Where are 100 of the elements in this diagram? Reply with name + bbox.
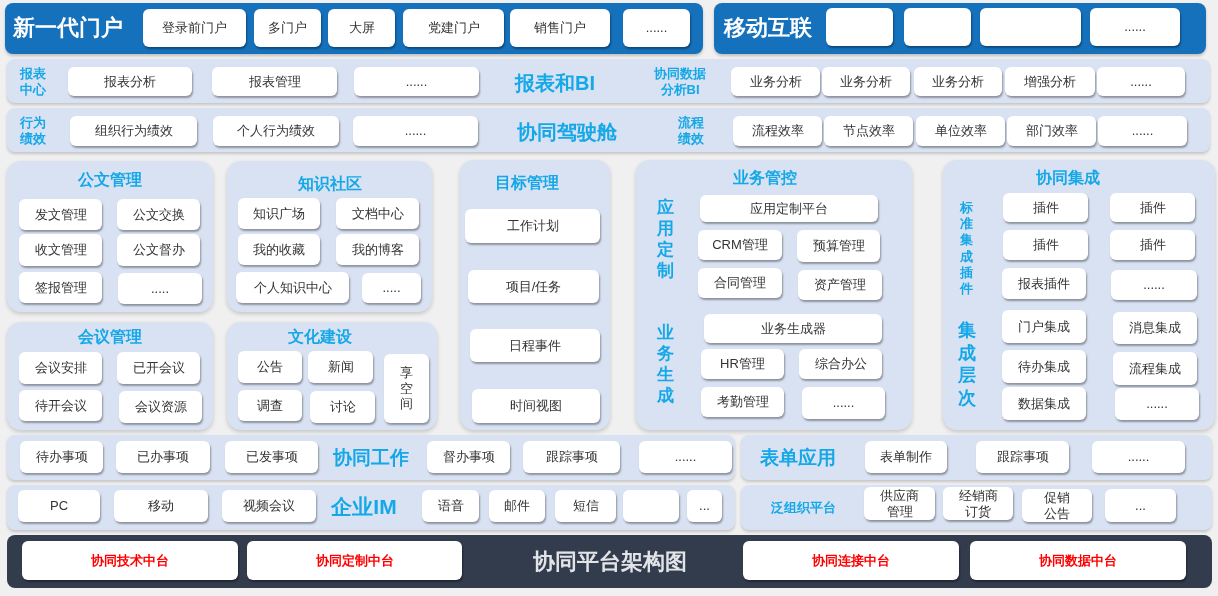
platform-box: 协同技术中台 bbox=[22, 541, 238, 580]
feature-box: 日程事件 bbox=[470, 329, 600, 362]
feature-box: 我的博客 bbox=[336, 234, 419, 265]
feature-box: 个人知识中心 bbox=[236, 272, 349, 303]
feature-box: 签报管理 bbox=[19, 272, 102, 303]
feature-box: ...... bbox=[1097, 67, 1185, 96]
feature-box: 讨论 bbox=[310, 391, 375, 423]
feature-box: 增强分析 bbox=[1005, 67, 1095, 96]
feature-box: 业务分析 bbox=[822, 67, 910, 96]
feature-box: 个人行为绩效 bbox=[213, 116, 339, 146]
feature-box: CRM管理 bbox=[698, 230, 782, 260]
feature-box: 业务生成器 bbox=[704, 314, 882, 343]
panel-title: 协同集成 bbox=[1035, 167, 1101, 188]
band-title: 协同工作 bbox=[332, 446, 410, 470]
feature-box: 文档中心 bbox=[336, 198, 419, 229]
feature-box: 报表分析 bbox=[68, 67, 192, 96]
module-band bbox=[7, 435, 735, 480]
feature-box: 发文管理 bbox=[19, 199, 102, 230]
feature-box: 数据集成 bbox=[1002, 387, 1086, 420]
panel-title: 文化建设 bbox=[287, 326, 353, 347]
band-title: 移动互联 bbox=[722, 14, 813, 42]
blank-box bbox=[826, 8, 893, 46]
feature-box: ... bbox=[687, 490, 722, 522]
band-title: 报表和BI bbox=[513, 70, 596, 96]
feature-box: 应用定制平台 bbox=[700, 195, 878, 222]
feature-box: 已办事项 bbox=[116, 441, 210, 473]
feature-box: ...... bbox=[1098, 116, 1187, 146]
panel-title: 知识社区 bbox=[296, 173, 363, 194]
feature-box: 邮件 bbox=[489, 490, 545, 522]
feature-box: 移动 bbox=[114, 490, 208, 522]
module-panel bbox=[636, 160, 912, 430]
feature-box: ...... bbox=[1092, 441, 1185, 473]
feature-box: 跟踪事项 bbox=[523, 441, 620, 473]
module-band bbox=[714, 3, 1206, 54]
feature-box: 供应商管理 bbox=[864, 487, 935, 520]
platform-box: 协同定制中台 bbox=[247, 541, 462, 580]
feature-box: 报表插件 bbox=[1002, 268, 1086, 299]
module-panel bbox=[460, 160, 610, 430]
panel-label: 标准集成插件 bbox=[958, 198, 974, 298]
feature-box: 业务分析 bbox=[914, 67, 1002, 96]
feature-box: 节点效率 bbox=[824, 116, 913, 146]
module-panel bbox=[7, 161, 213, 312]
feature-box: 公文督办 bbox=[117, 234, 200, 266]
feature-box: 部门效率 bbox=[1007, 116, 1096, 146]
feature-box: 考勤管理 bbox=[701, 387, 784, 417]
feature-box: 插件 bbox=[1110, 230, 1195, 260]
feature-box: 党建门户 bbox=[403, 9, 504, 47]
feature-box: 大屏 bbox=[328, 9, 395, 47]
feature-box: ..... bbox=[118, 273, 202, 304]
module-band bbox=[741, 435, 1212, 480]
feature-box: ..... bbox=[362, 273, 421, 303]
band-title: 表单应用 bbox=[759, 446, 837, 470]
feature-box: 登录前门户 bbox=[143, 9, 246, 47]
feature-box: ...... bbox=[639, 441, 732, 473]
feature-box: 已发事项 bbox=[225, 441, 318, 473]
feature-box: ...... bbox=[623, 9, 690, 47]
feature-box: 新闻 bbox=[308, 351, 373, 383]
feature-box: 插件 bbox=[1003, 230, 1088, 260]
feature-box: 销售门户 bbox=[510, 9, 610, 47]
feature-box: ...... bbox=[1111, 270, 1197, 300]
module-band bbox=[7, 485, 735, 530]
feature-box: 工作计划 bbox=[465, 209, 600, 243]
feature-box: 已开会议 bbox=[117, 352, 200, 384]
feature-box: 消息集成 bbox=[1113, 312, 1197, 344]
feature-box: 会议安排 bbox=[19, 352, 102, 384]
feature-box: 合同管理 bbox=[698, 268, 782, 298]
feature-box: ... bbox=[1105, 489, 1176, 522]
platform-box: 协同数据中台 bbox=[970, 541, 1186, 580]
feature-box: 短信 bbox=[555, 490, 616, 522]
module-panel bbox=[227, 161, 432, 312]
feature-box: ...... bbox=[353, 116, 478, 146]
feature-box: 公文交换 bbox=[117, 199, 200, 230]
feature-box: 视频会议 bbox=[222, 490, 316, 522]
module-band bbox=[7, 59, 1210, 103]
feature-box: 待办集成 bbox=[1002, 350, 1086, 383]
panel-title: 业务管控 bbox=[732, 167, 798, 188]
band-label: 协同数据分析BI bbox=[653, 65, 707, 99]
band-label: 行为绩效 bbox=[19, 114, 47, 148]
blank-box bbox=[904, 8, 971, 46]
panel-label: 应用定制 bbox=[655, 198, 675, 280]
feature-box: 享空间 bbox=[384, 354, 429, 423]
feature-box: ...... bbox=[1090, 8, 1180, 46]
module-panel bbox=[943, 160, 1215, 430]
feature-box: 表单制作 bbox=[865, 441, 947, 473]
feature-box: 经销商订货 bbox=[943, 487, 1013, 520]
feature-box: 报表管理 bbox=[212, 67, 337, 96]
feature-box: 收文管理 bbox=[19, 234, 102, 266]
feature-box: 知识广场 bbox=[238, 198, 320, 229]
panel-title: 公文管理 bbox=[77, 169, 143, 190]
feature-box: PC bbox=[18, 490, 100, 522]
band-title: 协同驾驶舱 bbox=[516, 119, 618, 145]
panel-title: 目标管理 bbox=[494, 172, 560, 193]
feature-box: 公告 bbox=[238, 351, 302, 383]
feature-box: 时间视图 bbox=[472, 389, 600, 423]
feature-box: 调查 bbox=[238, 390, 302, 421]
module-band bbox=[5, 3, 703, 54]
feature-box: 待办事项 bbox=[20, 441, 103, 473]
panel-label: 集成层次 bbox=[957, 322, 977, 406]
band-label: 报表中心 bbox=[18, 65, 47, 99]
feature-box: 督办事项 bbox=[427, 441, 510, 473]
